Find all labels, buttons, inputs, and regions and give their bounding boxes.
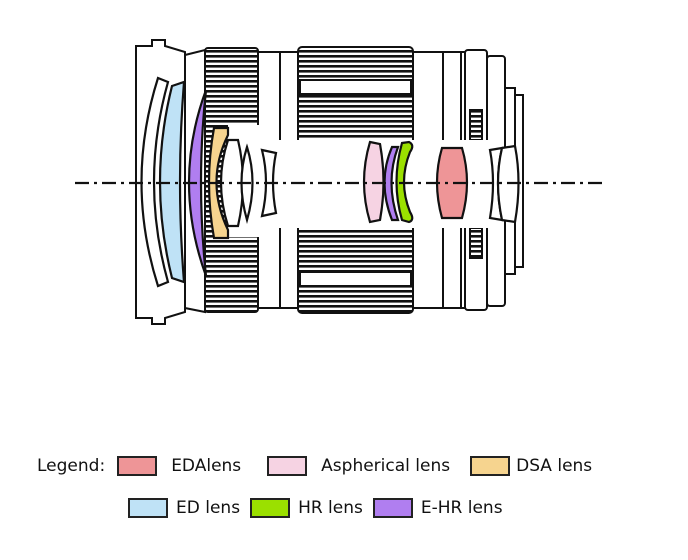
legend-label-dsa: DSA lens (516, 456, 593, 476)
lens-cross-section-diagram (75, 39, 606, 325)
legend-label-hr: HR lens (298, 498, 363, 518)
legend-row-1: Legend: EDAlens Aspherical lens DSA lens (37, 456, 612, 476)
legend-label-ed: ED lens (176, 498, 241, 518)
legend-title: Legend: (37, 456, 106, 476)
e-hr-lens (187, 89, 208, 277)
legend-swatch-e-hr (372, 498, 413, 518)
legend-row-2: ED lens HR lens E-HR lens (128, 498, 523, 518)
legend-swatch-hr (250, 498, 291, 518)
ed-lens (158, 80, 186, 284)
dsa-lens (207, 126, 230, 240)
legend-swatch-eda (117, 456, 158, 476)
legend-swatch-dsa (470, 456, 511, 476)
eda-lens (435, 146, 469, 220)
legend-label-e-hr: E-HR lens (420, 498, 503, 518)
legend-label-eda: EDAlens (171, 456, 242, 476)
legend-swatch-aspherical (267, 456, 308, 476)
legend-label-aspherical: Aspherical lens (321, 456, 451, 476)
legend-swatch-ed (128, 498, 168, 518)
hr-lens (395, 140, 414, 224)
front-clear-lens (140, 76, 170, 288)
lens-elements (140, 76, 520, 288)
